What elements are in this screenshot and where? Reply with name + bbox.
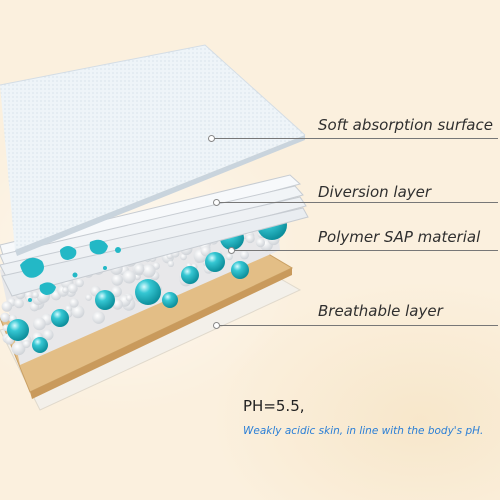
sap-granule [33,317,46,331]
liquid-splash [20,239,121,302]
sap-bead [7,319,29,341]
sap-bead [181,266,199,284]
sap-granule [14,298,24,309]
ph-value-text: PH=5.5, [243,397,305,415]
sap-granule [142,264,156,278]
callout-line-1 [212,138,498,139]
sap-granule [111,274,123,286]
label-soft-absorption-surface: Soft absorption surface [318,116,493,134]
sap-granule [92,311,105,324]
sap-bead [231,261,249,279]
sap-granule [225,253,233,261]
sap-granule [255,238,265,248]
sap-granule [134,264,145,275]
callout-line-4 [217,325,498,326]
callout-dot-1 [208,135,215,142]
sap-bead [95,290,115,310]
sap-granule [112,299,123,310]
label-diversion-layer: Diversion layer [318,183,432,201]
sap-granule [67,283,78,294]
sap-granule [240,250,249,260]
sap-bead [162,292,178,308]
sap-granule [0,312,10,323]
callout-dot-3 [228,247,235,254]
sap-granule [71,305,85,319]
sap-granule [122,270,136,284]
sap-granule [200,246,211,257]
sap-bead [205,252,225,272]
sap-granule [62,287,69,294]
label-polymer-sap-material: Polymer SAP material [318,228,481,246]
diversion-layer [0,174,309,297]
sap-granule [125,294,133,302]
ph-note-text: Weakly acidic skin, in line with the bod… [243,425,484,437]
callout-line-2 [217,202,498,203]
sap-granule [42,329,54,341]
callout-dot-4 [213,322,220,329]
sap-granule [110,286,122,298]
callout-line-3 [232,250,498,251]
sap-granule [180,253,187,261]
sap-granule [11,341,26,356]
sap-bead [135,279,161,305]
sap-granule [32,291,39,299]
soft-absorption-surface [0,44,306,256]
sap-granule [85,294,92,301]
sap-granule [75,278,84,288]
sap-bead [51,309,69,327]
sap-granule [1,301,13,312]
sap-granule [245,233,255,244]
sap-granule [69,298,79,308]
sap-bead [32,337,48,353]
callout-dot-2 [213,199,220,206]
sap-granule [22,340,31,349]
sap-granule [167,260,175,267]
label-breathable-layer: Breathable layer [318,302,443,320]
